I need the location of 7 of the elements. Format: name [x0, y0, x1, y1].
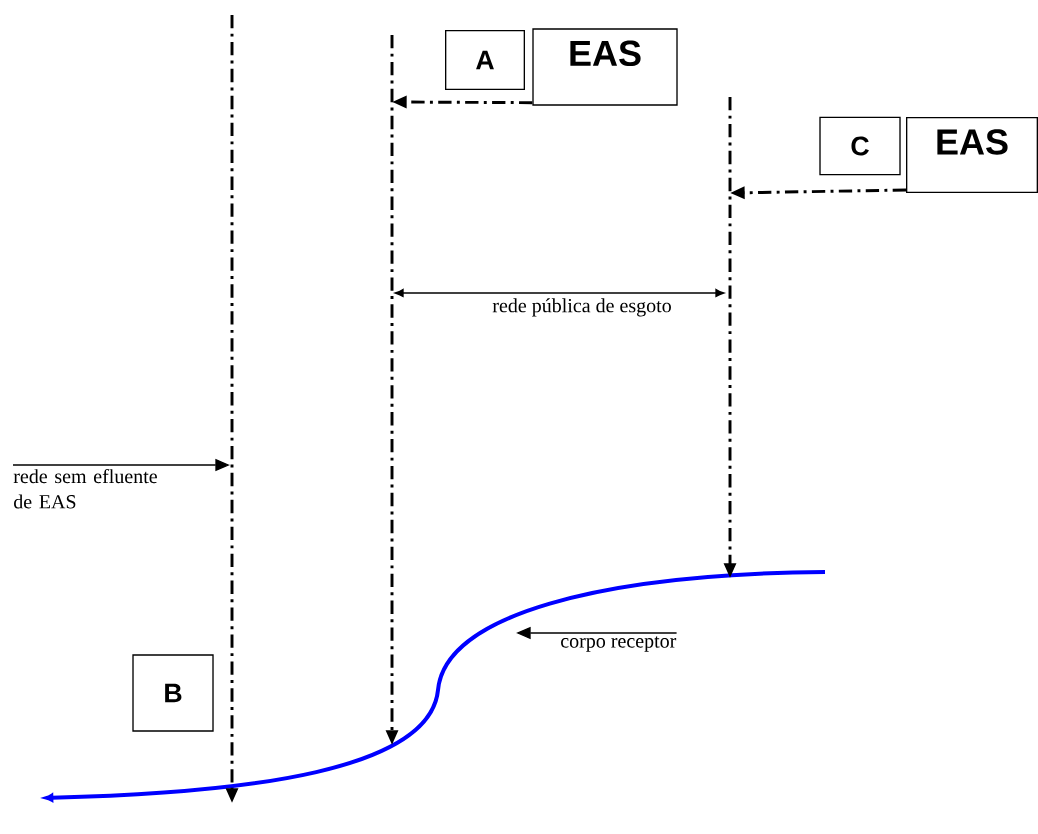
- eas-box: EAS: [906, 117, 1038, 193]
- caption-text: rede sem efluente de EAS: [13, 468, 157, 509]
- letter-box: A: [445, 30, 525, 90]
- river-arrow: [43, 570, 826, 802]
- letter-box: C: [819, 116, 901, 176]
- dimension-label: rede pública de esgoto: [492, 298, 671, 317]
- eas-box: EAS: [532, 28, 678, 106]
